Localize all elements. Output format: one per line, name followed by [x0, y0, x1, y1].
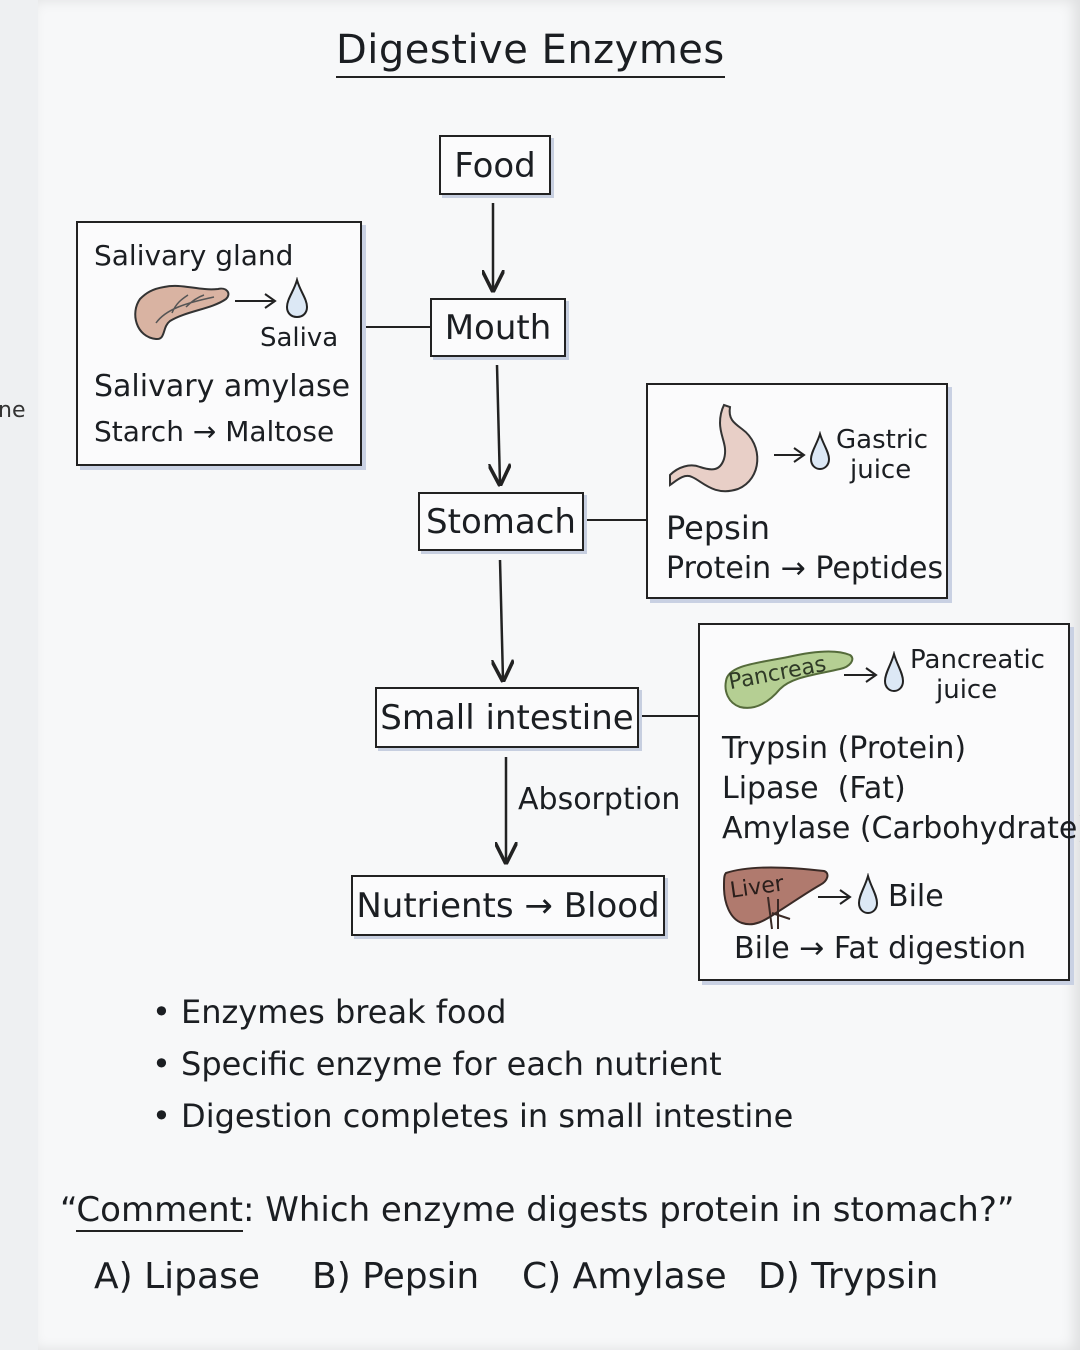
note-item: • Enzymes break food [152, 993, 507, 1031]
pancreatic-juice-label: juice [936, 675, 998, 705]
option-b: B) Pepsin [312, 1256, 480, 1297]
node-mouth-label: Mouth [444, 308, 552, 348]
note-item: • Digestion completes in small intestine [152, 1097, 794, 1135]
node-mouth: Mouth [430, 298, 566, 357]
enzyme-amylase: Amylase (Carbohydrate) [722, 811, 1080, 846]
starch-maltose-reaction: Starch → Maltose [94, 415, 335, 448]
saliva-label: Saliva [260, 323, 339, 353]
note-text: Digestion completes in small intestine [181, 1097, 794, 1135]
liver-icon [722, 866, 829, 930]
salivary-gland-icon [134, 284, 230, 340]
node-food: Food [439, 135, 551, 195]
summary-notes: • Enzymes break food • Specific enzyme f… [152, 986, 793, 1142]
enzyme-trypsin: Trypsin (Protein) [722, 731, 967, 766]
note-text: Specific enzyme for each nutrient [181, 1045, 722, 1083]
arrow-mouth-stomach [497, 364, 500, 484]
enzyme-list: Trypsin (Protein) Lipase (Fat) Amylase (… [722, 729, 1080, 849]
enzyme-lipase: Lipase (Fat) [722, 771, 906, 806]
comment-question-text: : Which enzyme digests protein in stomac… [243, 1190, 1015, 1230]
bile-fat-digestion-reaction: Bile → Fat digestion [734, 931, 1027, 966]
node-food-label: Food [454, 146, 536, 186]
gastric-juice-drop-icon [809, 431, 831, 471]
stomach-icon [669, 403, 759, 493]
arrow-to-gastric-juice-icon [774, 447, 806, 463]
gastric-label: Gastric [836, 425, 929, 455]
mouth-detail-panel: Salivary gland Saliva Salivary amylase S… [76, 221, 362, 466]
node-stomach: Stomach [418, 492, 584, 551]
node-nutrients-blood-label: Nutrients → Blood [356, 886, 660, 926]
node-small-intestine-label: Small intestine [380, 698, 634, 738]
arrow-stomach-intestine [500, 559, 503, 680]
juice-label: juice [850, 455, 912, 485]
note-text: Enzymes break food [181, 993, 507, 1031]
comment-open-quote: “ [60, 1190, 77, 1230]
pancreatic-label: Pancreatic [910, 645, 1045, 675]
option-c: C) Amylase [522, 1256, 727, 1297]
node-stomach-label: Stomach [426, 502, 576, 542]
arrow-to-saliva-icon [235, 293, 277, 309]
comment-label: Comment [76, 1190, 243, 1232]
pancreatic-juice-drop-icon [883, 651, 905, 693]
protein-peptides-reaction: Protein → Peptides [666, 551, 944, 586]
arrow-to-pancreatic-juice-icon [844, 667, 878, 683]
arrow-to-bile-icon [818, 889, 852, 905]
salivary-amylase-label: Salivary amylase [94, 369, 351, 404]
edge-text-fragment: ne [0, 398, 26, 423]
page-title: Digestive Enzymes [336, 26, 725, 78]
option-d: D) Trypsin [758, 1256, 939, 1297]
saliva-drop-icon [285, 277, 309, 319]
comment-question: “Comment: Which enzyme digests protein i… [60, 1190, 1015, 1232]
salivary-gland-label: Salivary gland [94, 239, 294, 272]
intestine-detail-panel: Pancreas Pancreatic juice Trypsin (Prote… [698, 623, 1080, 981]
option-a: A) Lipase [94, 1256, 260, 1297]
pepsin-label: Pepsin [666, 509, 770, 547]
node-small-intestine: Small intestine [375, 687, 639, 748]
bile-drop-icon [857, 873, 879, 915]
pancreas-icon [724, 650, 854, 709]
note-item: • Specific enzyme for each nutrient [152, 1045, 722, 1083]
stomach-detail-panel: Gastric juice Pepsin Protein → Peptides [646, 383, 948, 599]
node-nutrients-blood: Nutrients → Blood [351, 875, 665, 936]
absorption-label: Absorption [518, 782, 681, 817]
bile-label: Bile [888, 879, 944, 914]
